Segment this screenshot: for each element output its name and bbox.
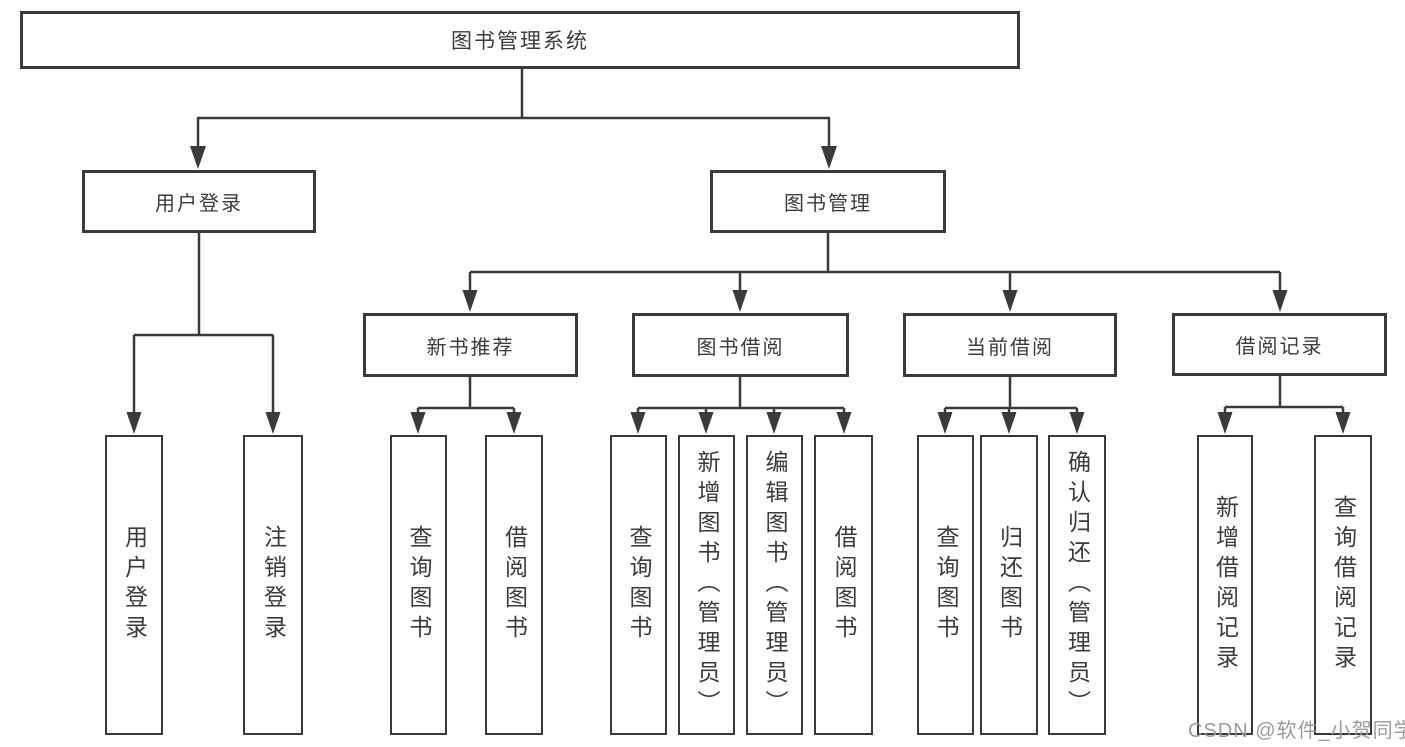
leaf-current-query-book: 查询图书	[917, 435, 974, 735]
leaf-query-borrow-record: 查询借阅记录	[1314, 435, 1372, 735]
leaf-user-login: 用户登录	[105, 435, 163, 735]
leaf-recommend-query-book: 查询图书	[390, 435, 447, 735]
leaf-return-book: 归还图书	[980, 435, 1038, 735]
leaf-confirm-return-admin-label: 确认归还（管理员）	[1064, 450, 1091, 720]
leaf-return-book-label: 归还图书	[996, 525, 1023, 645]
leaf-add-borrow-record: 新增借阅记录	[1197, 435, 1253, 735]
leaf-borrow-query-book: 查询图书	[610, 435, 667, 735]
leaf-recommend-borrow-book-label: 借阅图书	[501, 525, 528, 645]
leaf-recommend-borrow-book: 借阅图书	[485, 435, 543, 735]
node-book-borrow: 图书借阅	[632, 313, 849, 377]
connector-book-management	[468, 233, 1282, 292]
connector-user-login	[132, 233, 275, 414]
leaf-recommend-query-book-label: 查询图书	[406, 525, 432, 645]
node-current-borrow-label: 当前借阅	[966, 336, 1054, 359]
node-user-login-label: 用户登录	[155, 193, 243, 215]
leaf-borrow-book-label: 借阅图书	[831, 525, 857, 645]
connector-book-borrow	[636, 377, 846, 414]
leaf-query-borrow-record-label: 查询借阅记录	[1330, 495, 1357, 675]
leaf-confirm-return-admin: 确认归还（管理员）	[1048, 435, 1106, 735]
leaf-add-borrow-record-label: 新增借阅记录	[1212, 495, 1239, 675]
connector-borrow-record	[1223, 376, 1345, 414]
leaf-logout-label: 注销登录	[260, 525, 287, 645]
connector-root	[196, 69, 831, 148]
node-new-book-recommend: 新书推荐	[363, 313, 578, 377]
leaf-borrow-query-book-label: 查询图书	[626, 525, 652, 645]
connector-new-book-recommend	[416, 377, 516, 414]
connector-current-borrow	[943, 377, 1079, 414]
leaf-borrow-book: 借阅图书	[814, 435, 873, 735]
node-new-book-recommend-label: 新书推荐	[426, 336, 515, 359]
arrowheads	[126, 146, 1351, 434]
leaf-edit-book-admin: 编辑图书（管理员）	[746, 435, 803, 735]
watermark: CSDN @软件_小贺同学	[1188, 720, 1405, 742]
node-user-login: 用户登录	[82, 170, 316, 233]
node-book-borrow-label: 图书借阅	[696, 336, 785, 359]
node-current-borrow: 当前借阅	[903, 313, 1117, 377]
node-borrow-record: 借阅记录	[1172, 313, 1387, 376]
node-book-management: 图书管理	[710, 170, 946, 233]
node-borrow-record-label: 借阅记录	[1235, 336, 1324, 358]
node-root-label: 图书管理系统	[451, 30, 589, 53]
leaf-edit-book-admin-label: 编辑图书（管理员）	[762, 450, 788, 720]
leaf-add-book-admin-label: 新增图书（管理员）	[694, 450, 720, 720]
node-root: 图书管理系统	[20, 11, 1020, 69]
leaf-add-book-admin: 新增图书（管理员）	[678, 435, 735, 735]
leaf-user-login-label: 用户登录	[121, 525, 148, 645]
node-book-management-label: 图书管理	[784, 193, 872, 215]
leaf-current-query-book-label: 查询图书	[933, 525, 959, 645]
leaf-logout: 注销登录	[243, 435, 303, 735]
